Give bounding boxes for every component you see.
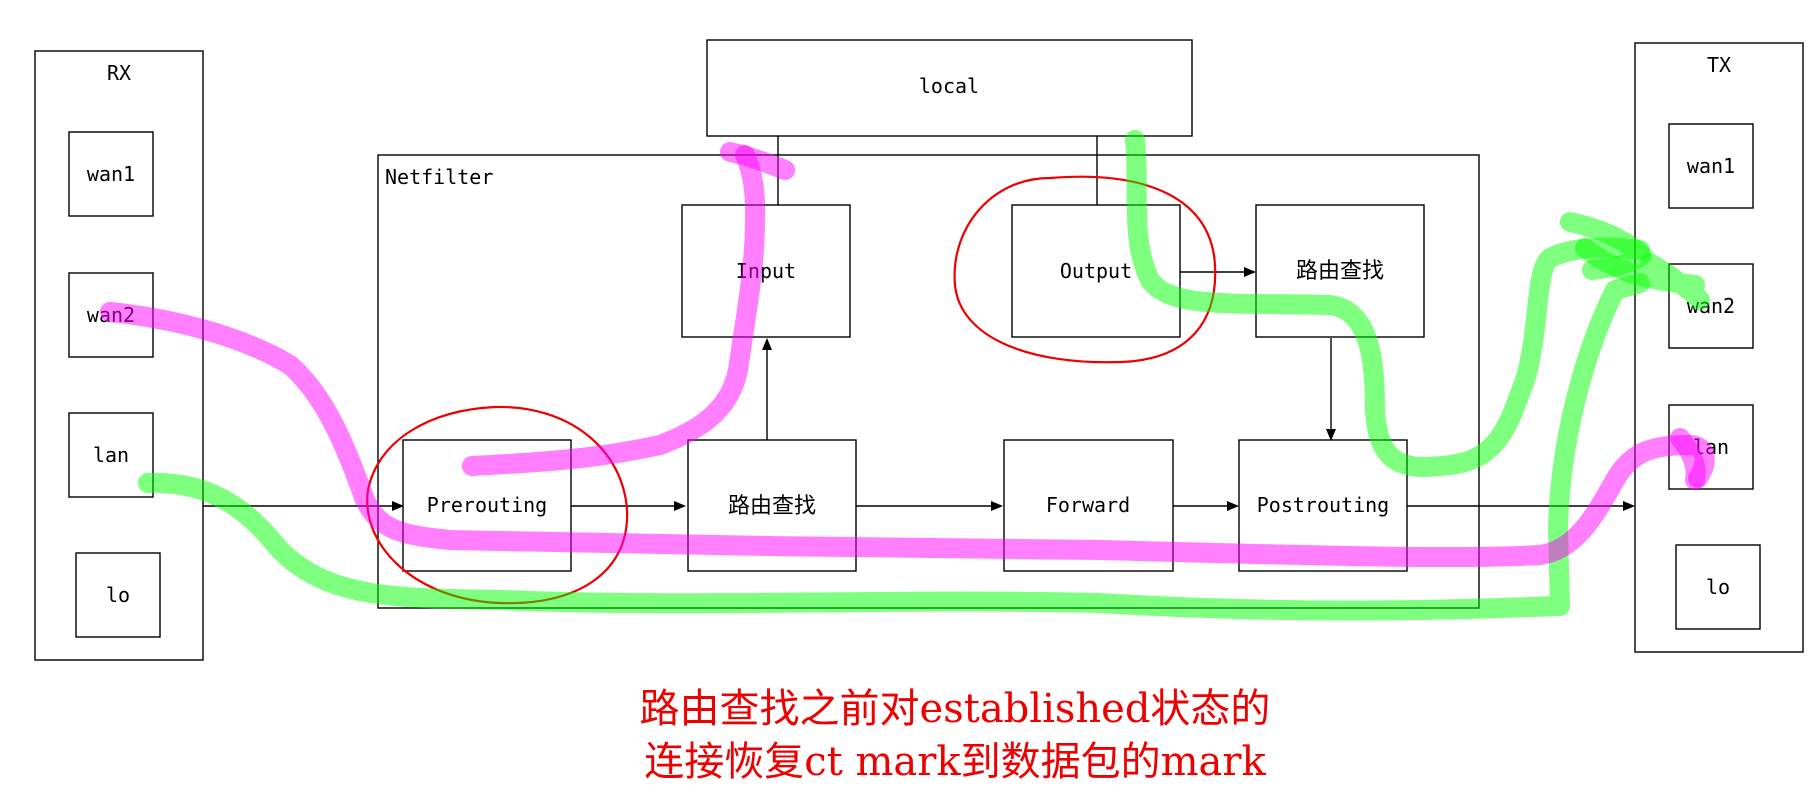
postrouting-label: Postrouting bbox=[1257, 493, 1389, 517]
rx-iface-lan-label: lan bbox=[93, 443, 129, 467]
pink-path-wan2-to-tx bbox=[100, 302, 1715, 568]
route-lookup-label-2: 路由查找 bbox=[1296, 259, 1384, 284]
local-label: local bbox=[919, 74, 979, 98]
rx-frame bbox=[34, 50, 204, 661]
netfilter-label: Netfilter bbox=[385, 165, 493, 189]
tx-iface-lo: lo bbox=[1675, 544, 1761, 630]
rx-iface-lo: lo bbox=[75, 552, 161, 638]
tx-panel: TX wan1 wan2 lan lo bbox=[1634, 42, 1804, 653]
edge-route2-to-postrouting bbox=[1326, 338, 1336, 441]
pink-arrowhead-tx-lan bbox=[1670, 428, 1706, 490]
pink-arrowhead-local bbox=[720, 142, 795, 180]
edge-route1-to-forward bbox=[856, 501, 1003, 511]
edge-route1-to-input bbox=[762, 338, 772, 441]
output-label: Output bbox=[1060, 259, 1132, 283]
forward-label: Forward bbox=[1046, 493, 1130, 517]
tx-frame bbox=[1634, 42, 1804, 653]
rx-iface-wan1-label: wan1 bbox=[87, 162, 135, 186]
pink-traffic-path bbox=[100, 142, 1715, 568]
rx-iface-lo-label: lo bbox=[106, 583, 130, 607]
tx-title: TX bbox=[1707, 53, 1731, 77]
annotation-line-2: 连接恢复ct mark到数据包的mark bbox=[644, 739, 1266, 785]
edge-prerouting-to-route1 bbox=[571, 501, 686, 511]
pink-path-prerouting-to-local bbox=[462, 145, 766, 476]
tx-iface-wan1: wan1 bbox=[1668, 123, 1754, 209]
green-path-lan-to-tx bbox=[138, 273, 1650, 621]
tx-iface-wan1-label: wan1 bbox=[1687, 154, 1735, 178]
local-box: local bbox=[706, 39, 1193, 137]
prerouting-label: Prerouting bbox=[427, 493, 547, 517]
green-traffic-path bbox=[138, 130, 1710, 621]
tx-iface-lo-label: lo bbox=[1706, 575, 1730, 599]
edge-forward-to-postrouting bbox=[1173, 501, 1239, 511]
rx-title: RX bbox=[107, 61, 131, 85]
rx-panel: RX wan1 wan2 lan lo bbox=[34, 50, 204, 661]
input-box: Input bbox=[681, 204, 851, 338]
highlight-circle-output bbox=[953, 175, 1217, 364]
edge-output-to-route2 bbox=[1180, 267, 1256, 277]
route-lookup-label-1: 路由查找 bbox=[728, 494, 816, 519]
rx-iface-lan: lan bbox=[68, 412, 154, 498]
green-arrowhead-2 bbox=[1575, 238, 1710, 310]
annotation-line-1: 路由查找之前对established状态的 bbox=[640, 686, 1271, 732]
rx-iface-wan1: wan1 bbox=[68, 131, 154, 217]
green-path-local-to-tx bbox=[1125, 130, 1650, 477]
